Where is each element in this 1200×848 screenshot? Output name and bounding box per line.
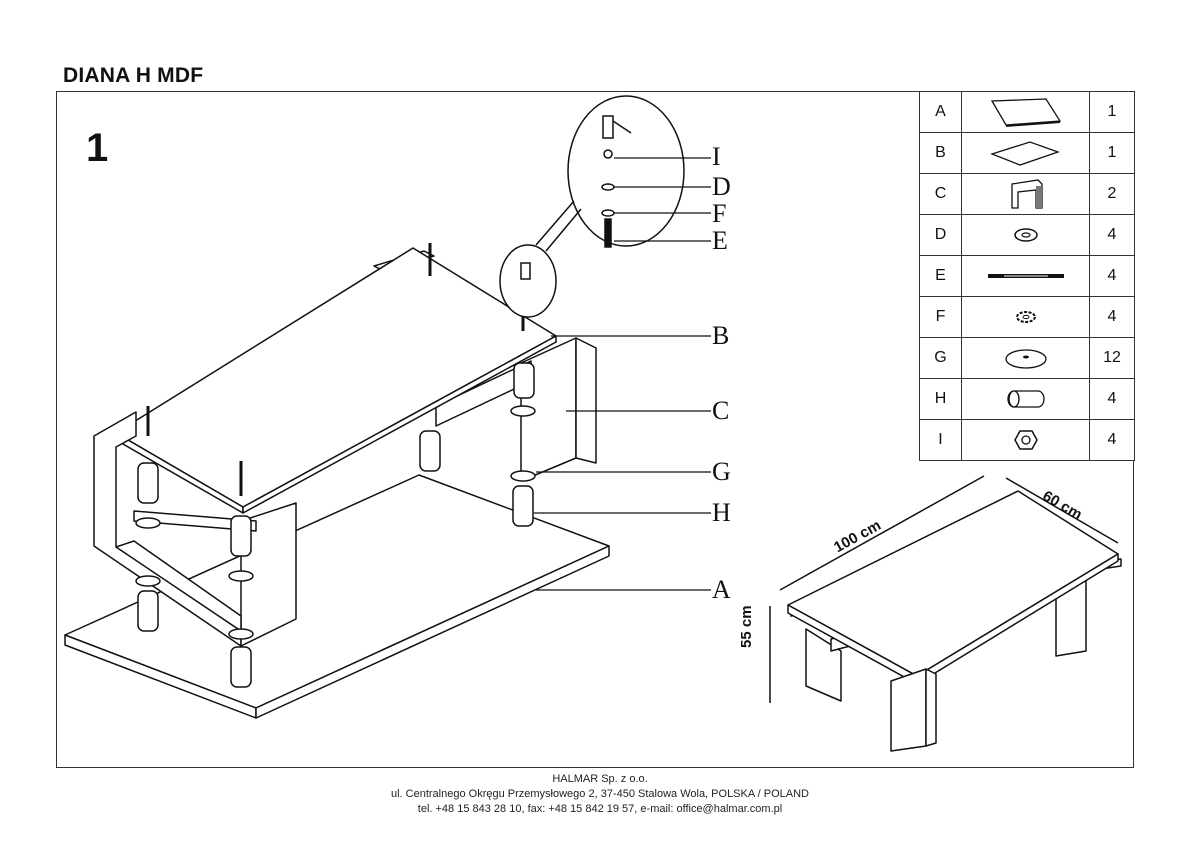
part-quantity: 1: [1089, 132, 1135, 174]
footer: HALMAR Sp. z o.o. ul. Centralnego Okręgu…: [0, 772, 1200, 817]
part-picture: [961, 132, 1090, 174]
part-picture: [961, 173, 1090, 215]
glass-shelf-panel-icon: [962, 138, 1089, 168]
part-letter: A: [919, 91, 962, 133]
callout-leaders: [534, 157, 711, 591]
assembly-drawing: [64, 95, 1122, 752]
footer-company: HALMAR Sp. z o.o.: [552, 773, 648, 785]
part-picture: [961, 296, 1090, 338]
washer-icon: [962, 225, 1089, 245]
document-title: DIANA H MDF: [63, 64, 204, 87]
callout-h: H: [712, 498, 731, 527]
part-letter: I: [919, 419, 962, 461]
step-number: 1: [86, 126, 109, 170]
part-picture: [961, 255, 1090, 297]
part-picture: [961, 91, 1090, 133]
part-quantity: 4: [1089, 214, 1135, 256]
callout-g: G: [712, 457, 731, 486]
callout-c: C: [712, 396, 730, 425]
glass-top-panel-icon: [962, 97, 1089, 127]
footer-address: ul. Centralnego Okręgu Przemysłowego 2, …: [390, 788, 809, 800]
part-picture: [961, 419, 1090, 461]
dimension-arrows: [769, 475, 1119, 703]
part-letter: C: [919, 173, 962, 215]
side-frame-leg-icon: [962, 178, 1089, 210]
part-letter: H: [919, 378, 962, 420]
part-quantity: 4: [1089, 255, 1135, 297]
part-row-g: G 12: [919, 337, 1135, 379]
part-letter: G: [919, 337, 962, 379]
footer-contact: tel. +48 15 843 28 10, fax: +48 15 842 1…: [417, 803, 783, 815]
callout-i: I: [712, 142, 721, 171]
callout-b: B: [712, 321, 730, 350]
part-picture: [961, 337, 1090, 379]
assembled-table: [787, 490, 1122, 752]
part-quantity: 12: [1089, 337, 1135, 379]
exploded-glass-shelf-a: [64, 474, 610, 719]
dimension-height: 55 cm: [738, 605, 755, 648]
part-quantity: 4: [1089, 419, 1135, 461]
part-quantity: 4: [1089, 378, 1135, 420]
exploded-spacers: [135, 362, 536, 688]
hex-nut-icon: [962, 428, 1089, 452]
part-quantity: 2: [1089, 173, 1135, 215]
part-letter: E: [919, 255, 962, 297]
detail-magnifier: [499, 95, 685, 318]
rubber-pad-icon: [962, 345, 1089, 371]
callout-f: F: [712, 199, 727, 228]
threaded-rod-icon: [962, 269, 1089, 283]
callout-d: D: [712, 172, 731, 201]
exploded-glass-top-b: [115, 247, 557, 514]
exploded-front-frame: [93, 411, 297, 647]
part-picture: [961, 378, 1090, 420]
part-quantity: 1: [1089, 91, 1135, 133]
part-picture: [961, 214, 1090, 256]
part-letter: B: [919, 132, 962, 174]
part-letter: D: [919, 214, 962, 256]
spring-washer-icon: [962, 308, 1089, 326]
part-letter: F: [919, 296, 962, 338]
spacer-sleeve-icon: [962, 388, 1089, 410]
part-quantity: 4: [1089, 296, 1135, 338]
callout-e: E: [712, 226, 728, 255]
callout-a: A: [712, 575, 731, 604]
